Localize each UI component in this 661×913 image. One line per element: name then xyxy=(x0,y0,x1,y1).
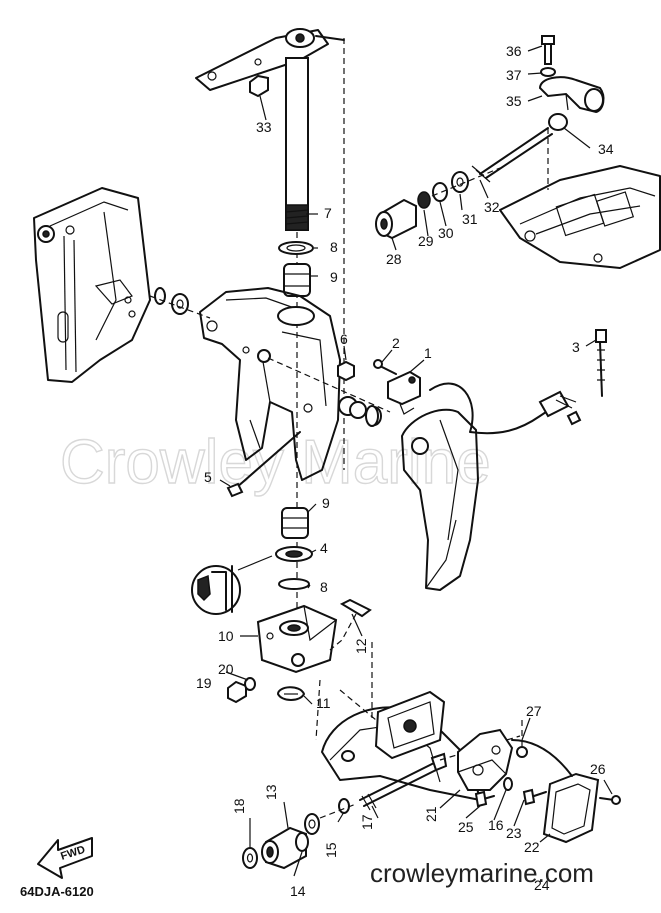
callout-11: 11 xyxy=(316,695,331,711)
footer-url: crowleymarine.com xyxy=(370,858,594,888)
callout-29: 29 xyxy=(418,233,434,249)
callout-8b: 8 xyxy=(320,579,328,595)
bolt-36 xyxy=(541,35,555,65)
bolt-19 xyxy=(227,680,247,704)
watermark: Crowley Marine xyxy=(60,428,491,497)
plate-22 xyxy=(542,772,600,844)
bushing-34 xyxy=(548,113,568,131)
callout-12: 12 xyxy=(353,638,369,654)
callout-31: 31 xyxy=(462,211,478,227)
mount-28 xyxy=(375,198,417,240)
washer-20 xyxy=(244,677,256,691)
callout-26: 26 xyxy=(590,761,606,777)
washer-8-bottom xyxy=(278,578,310,590)
washer-right xyxy=(365,405,379,427)
washer-8-top xyxy=(278,241,314,255)
callout-35: 35 xyxy=(506,93,522,109)
washer-14 xyxy=(304,813,320,835)
callout-20: 20 xyxy=(218,661,234,677)
callout-8a: 8 xyxy=(330,239,338,255)
switch-1 xyxy=(387,370,421,415)
callout-23: 23 xyxy=(506,825,522,841)
callout-33: 33 xyxy=(256,119,272,135)
callout-30: 30 xyxy=(438,225,454,241)
tilt-bracket-right xyxy=(401,408,479,591)
callout-18: 18 xyxy=(231,798,247,814)
callout-5: 5 xyxy=(204,469,212,485)
clip-11 xyxy=(277,686,305,701)
bolt-26 xyxy=(599,795,621,805)
callout-1: 1 xyxy=(424,345,432,361)
callout-24: 24 xyxy=(534,877,550,893)
callout-16: 16 xyxy=(488,817,504,833)
callout-10: 10 xyxy=(218,628,234,644)
callout-37: 37 xyxy=(506,67,522,83)
bolt-2 xyxy=(373,359,397,375)
washer-37 xyxy=(540,67,556,77)
cable-tie-3 xyxy=(595,329,607,397)
callout-9a: 9 xyxy=(330,269,338,285)
bushing-left xyxy=(171,293,189,315)
clamp-bracket-left xyxy=(33,187,151,383)
callout-4: 4 xyxy=(320,540,328,556)
bolt-32 xyxy=(471,127,553,183)
callout-7: 7 xyxy=(324,205,332,221)
washer-18 xyxy=(242,847,258,869)
callout-27: 27 xyxy=(526,703,542,719)
bracket-21 xyxy=(457,728,514,791)
steering-housing-10 xyxy=(256,604,338,674)
callout-21: 21 xyxy=(423,806,439,822)
callout-22: 22 xyxy=(524,839,540,855)
callout-28: 28 xyxy=(386,251,402,267)
diagram-code: 64DJA-6120 xyxy=(20,884,94,899)
fwd-arrow-icon: FWD xyxy=(37,837,93,879)
callout-17: 17 xyxy=(359,814,375,830)
bolt-5 xyxy=(226,431,301,498)
swivel-bracket xyxy=(199,287,341,481)
callout-3: 3 xyxy=(572,339,580,355)
washer-left xyxy=(154,287,166,305)
callout-25: 25 xyxy=(458,819,474,835)
washer-30 xyxy=(432,182,448,202)
washer-15 xyxy=(338,798,350,814)
seal-4 xyxy=(275,546,313,562)
pin-12 xyxy=(329,598,372,651)
callout-6: 6 xyxy=(340,331,348,347)
nut-33 xyxy=(249,74,269,98)
seal-detail-callout xyxy=(191,555,273,615)
steering-arm xyxy=(195,28,345,91)
callout-14: 14 xyxy=(290,883,306,899)
nut-6 xyxy=(337,360,355,382)
wire-harness xyxy=(429,382,582,435)
callout-32: 32 xyxy=(484,199,500,215)
leader-lines xyxy=(219,45,613,877)
washer-31 xyxy=(451,171,469,193)
mount-13 xyxy=(261,826,309,870)
bushing-9-top xyxy=(283,263,311,297)
callout-36: 36 xyxy=(506,43,522,59)
plate-arm xyxy=(511,739,573,777)
callout-15: 15 xyxy=(323,842,339,858)
callout-19: 19 xyxy=(196,675,212,691)
bushing-9-bottom xyxy=(281,507,309,539)
bolt-25 xyxy=(474,790,495,808)
callout-2: 2 xyxy=(392,335,400,351)
nut-29 xyxy=(417,191,431,209)
callout-9b: 9 xyxy=(322,495,330,511)
clamp-35 xyxy=(538,76,605,114)
washer-16 xyxy=(503,777,513,791)
bracket-plate xyxy=(374,690,446,760)
bolt-23 xyxy=(522,788,547,806)
callout-13: 13 xyxy=(263,784,279,800)
engine-base-plate xyxy=(499,165,661,269)
bolt-17 xyxy=(359,752,448,811)
callout-34: 34 xyxy=(598,141,614,157)
